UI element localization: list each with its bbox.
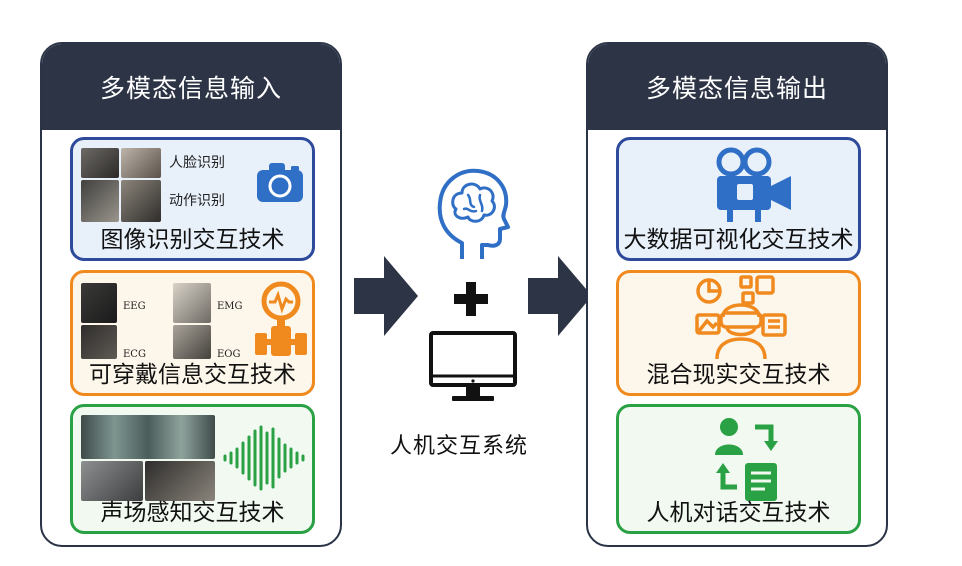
photo-headset [145, 461, 215, 501]
image-recognition-title: 图像识别交互技术 [100, 227, 285, 253]
input-panel: 多模态信息输入 人脸识别 动作识别 图像识别交互技术 EEG EMG ECG E… [40, 42, 342, 547]
ecg-label: ECG [123, 349, 146, 360]
brain-head-icon [432, 165, 510, 261]
dialog-card: 人机对话交互技术 [616, 404, 861, 534]
hci-system-label: 人机交互系统 [390, 434, 529, 459]
mixed-reality-icon [693, 275, 789, 361]
photo-eeg [81, 283, 117, 323]
mixed-reality-title: 混合现实交互技术 [646, 362, 831, 388]
dialog-icon [711, 415, 783, 503]
photo-action-1 [81, 180, 119, 222]
emg-label: EMG [217, 301, 243, 312]
photo-action-2 [121, 180, 161, 222]
bigdata-title: 大数据可视化交互技术 [623, 227, 854, 253]
arrow-right-icon [354, 256, 418, 336]
plus-icon [454, 282, 488, 316]
wearable-title: 可穿戴信息交互技术 [89, 362, 296, 388]
photo-sound-sensor [81, 461, 143, 501]
dialog-title: 人机对话交互技术 [646, 500, 831, 526]
photo-ecg [81, 325, 117, 359]
photo-face-2 [121, 148, 161, 178]
arrow-right-icon [528, 256, 592, 336]
photo-emg [173, 283, 211, 323]
mixed-reality-card: 混合现实交互技术 [616, 270, 861, 396]
input-panel-title: 多模态信息输入 [42, 44, 340, 130]
bigdata-card: 大数据可视化交互技术 [616, 137, 861, 261]
sound-field-card: 声场感知交互技术 [70, 404, 315, 534]
sound-field-title: 声场感知交互技术 [100, 500, 285, 526]
output-panel-title: 多模态信息输出 [588, 44, 886, 130]
photo-face-1 [81, 148, 119, 178]
monitor-icon [428, 330, 518, 404]
action-recognition-label: 动作识别 [169, 193, 225, 209]
video-camera-icon [711, 146, 795, 224]
wearable-card: EEG EMG ECG EOG 可穿戴信息交互技术 [70, 270, 315, 396]
face-recognition-label: 人脸识别 [169, 155, 225, 171]
sound-wave-icon [221, 423, 309, 493]
photo-eog [173, 325, 211, 359]
photo-sound-field [81, 415, 215, 459]
camera-icon [255, 160, 305, 204]
eog-label: EOG [217, 349, 241, 360]
image-recognition-card: 人脸识别 动作识别 图像识别交互技术 [70, 137, 315, 261]
output-panel: 多模态信息输出 大数据可视化交互技术 [586, 42, 888, 547]
eeg-label: EEG [123, 301, 146, 312]
sensor-icon [253, 281, 309, 359]
